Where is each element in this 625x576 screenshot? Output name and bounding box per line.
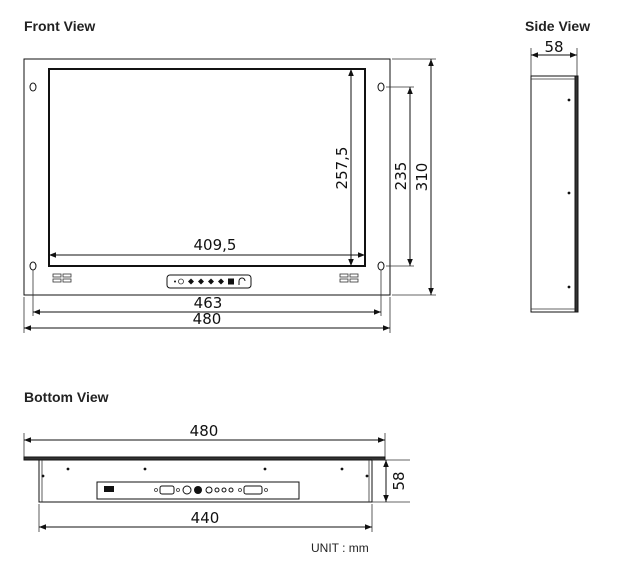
front-control-panel [166,274,252,289]
dim-bottom-body-width: 440 [191,509,220,527]
mount-hole-top-left [29,82,37,92]
side-view-drawing: 58 [530,38,579,313]
dim-screen-height: 257,5 [333,147,351,190]
front-outer-frame [23,58,391,296]
mount-hole-top-right [377,82,385,92]
unit-label: UNIT : mm [311,541,369,555]
dim-bottom-depth: 58 [390,471,408,490]
front-view-drawing: 409,5 257,5 235 310 463 480 [23,58,436,333]
front-screen [48,68,366,267]
mount-hole-bottom-left [29,261,37,271]
dim-bottom-total-width: 480 [190,422,219,440]
bottom-body [38,459,373,503]
side-view-title: Side View [525,18,591,34]
dim-screen-width: 409,5 [194,236,237,254]
dim-total-height: 310 [413,163,431,192]
bottom-view-title: Bottom View [24,389,109,405]
dim-hole-height: 235 [392,162,410,191]
front-view-title: Front View [24,18,96,34]
mount-hole-bottom-right [377,261,385,271]
bottom-view-drawing: 480 [23,422,410,532]
vent-right [339,273,359,283]
side-flange [574,75,579,313]
vent-left [52,273,72,283]
dim-side-depth: 58 [544,38,563,56]
bottom-io-panel [96,481,300,500]
dim-hole-width: 463 [194,294,223,312]
dim-total-width: 480 [193,310,222,328]
